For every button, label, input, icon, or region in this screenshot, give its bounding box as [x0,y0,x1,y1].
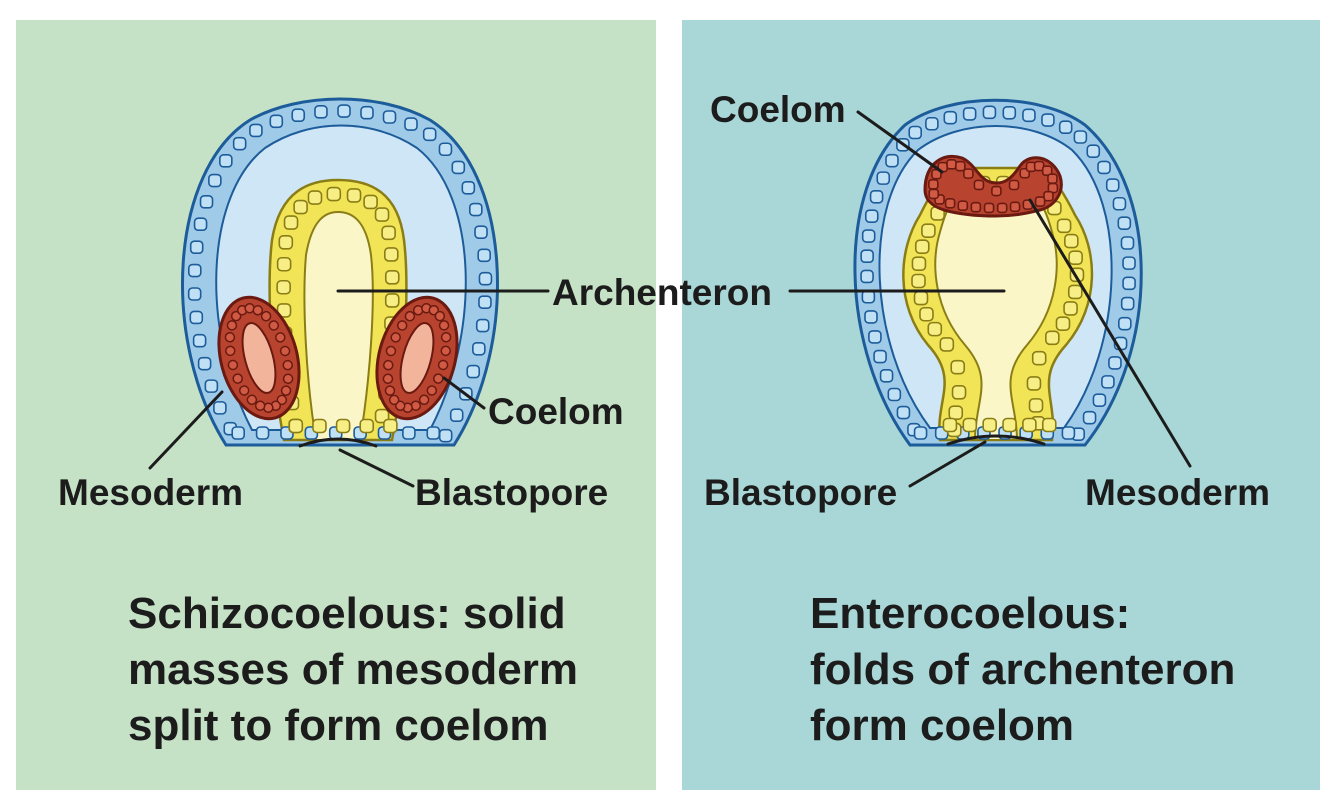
right-mesoderm-label: Mesoderm [1085,472,1270,513]
left-mesoderm-label: Mesoderm [58,472,243,513]
left-coelom-cavity-left [241,322,277,394]
left-blastopore-leader [338,448,415,488]
schizocoelous-caption: Schizocoelous: solid masses of mesoderm … [128,589,578,750]
left-archenteron [303,210,374,441]
left-mesoderm-mass-right [375,295,459,421]
left-blastopore-label: Blastopore [415,472,608,513]
right-mesoderm-cells [928,159,1059,214]
right-coelom-label: Coelom [710,89,846,130]
schizocoelous-embryo [181,97,499,448]
archenteron-label: Archenteron [552,272,772,313]
leader-lines [148,110,1192,488]
left-mesoderm-leader [148,390,224,470]
right-blastopore-rim [946,434,1046,446]
left-caption-line-1: Schizocoelous: solid [128,589,566,638]
right-coelom-leader [856,110,944,174]
left-caption-line-3: split to form coelom [128,701,548,750]
right-caption-line-1: Enterocoelous: [810,589,1130,638]
enterocoelous-embryo [853,98,1143,447]
left-caption-line-2: masses of mesoderm [128,645,578,694]
right-blastopore-leader [908,440,987,488]
enterocoelous-caption: Enterocoelous: folds of archenteron form… [810,589,1235,750]
left-mesoderm-mass-left [217,295,301,421]
left-blastopore-rim [298,437,378,448]
left-coelom-label: Coelom [488,391,624,432]
right-mesoderm-leader [1028,198,1192,468]
right-caption-line-3: form coelom [810,701,1074,750]
right-blastopore-label: Blastopore [704,472,897,513]
left-coelom-leader [442,376,486,410]
left-coelom-cavity-right [399,322,435,394]
right-caption-line-2: folds of archenteron [810,645,1235,694]
right-ectoderm-cells [860,105,1136,441]
